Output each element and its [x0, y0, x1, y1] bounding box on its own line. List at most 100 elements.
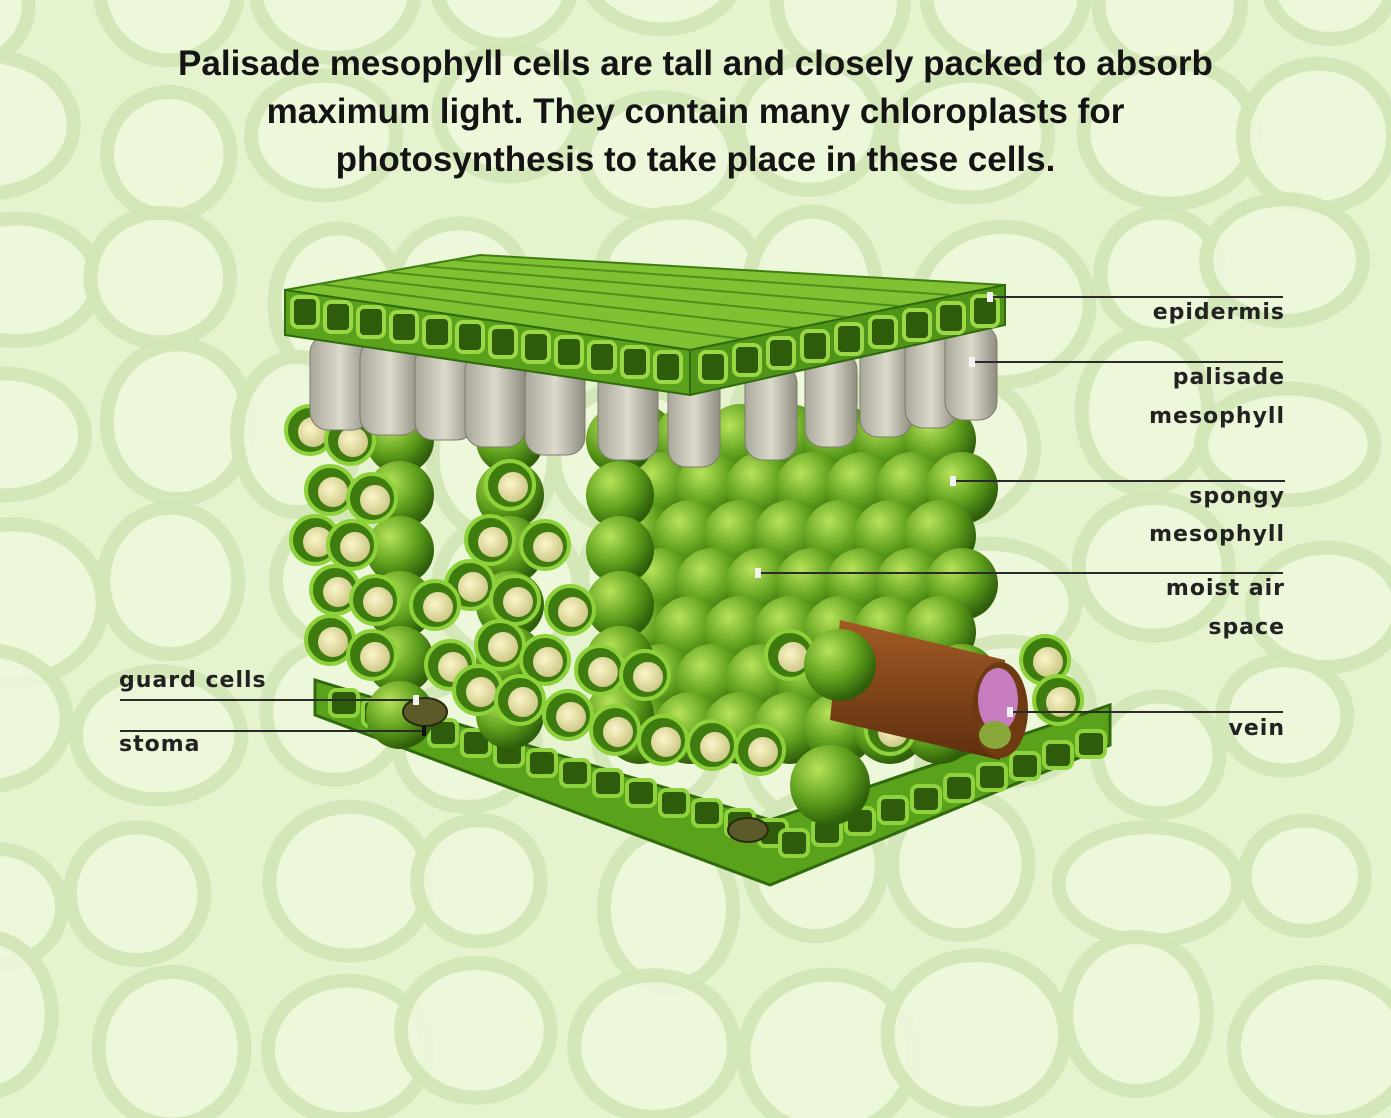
leader-tick	[413, 695, 419, 705]
caption-line: photosynthesis to take place in these ce…	[335, 140, 1056, 179]
epidermis-cell	[620, 345, 650, 379]
epidermis-cell	[323, 300, 353, 334]
leader-tick	[969, 357, 975, 367]
tube-lumen	[318, 477, 348, 507]
spongy-cell	[790, 745, 870, 825]
epidermis-cell	[356, 305, 386, 339]
epidermis-cell	[868, 315, 898, 349]
spongy-cell	[586, 516, 654, 584]
tube-lumen	[363, 587, 393, 617]
epidermis-cell	[766, 336, 796, 370]
tube-lumen	[488, 632, 518, 662]
tube-lumen	[466, 677, 496, 707]
tube-lumen	[1033, 647, 1063, 677]
epidermis-groove	[318, 283, 743, 340]
tube-lumen	[588, 657, 618, 687]
label-spongy: spongy	[1189, 484, 1285, 509]
palisade-cell	[944, 324, 998, 421]
background-cell	[0, 49, 81, 200]
epidermis-cell	[834, 322, 864, 356]
tube-lumen	[423, 592, 453, 622]
background-cell	[92, 0, 245, 68]
tube-lumen	[1046, 687, 1076, 717]
spongy-cell	[366, 516, 434, 584]
epidermis-groove	[420, 265, 899, 307]
tube-lumen	[633, 662, 663, 692]
tube-lumen	[360, 485, 390, 515]
epidermis-cell	[943, 773, 975, 803]
epidermis-cell	[778, 828, 810, 858]
caption-line: Palisade mesophyll cells are tall and cl…	[178, 44, 1213, 83]
background-cell	[1237, 813, 1372, 938]
epidermis-cell	[592, 768, 624, 798]
tube-lumen	[508, 687, 538, 717]
tube-lumen	[360, 642, 390, 672]
label-stoma: stoma	[119, 732, 201, 757]
tube-lumen	[458, 572, 488, 602]
epidermis-cell	[488, 325, 518, 359]
spongy-cell	[586, 571, 654, 639]
epidermis-cell	[1009, 751, 1041, 781]
label-moist-air: moist air	[1165, 576, 1285, 601]
background-cell	[884, 68, 1056, 205]
background-cell	[248, 0, 422, 66]
label-vein: vein	[1228, 716, 1285, 741]
tube-lumen	[603, 717, 633, 747]
background-cell	[68, 664, 249, 807]
tube-lumen	[556, 702, 586, 732]
epidermis-cell	[1075, 729, 1107, 759]
spongy-cell	[804, 629, 876, 701]
tube-lumen	[778, 642, 808, 672]
guard-cell	[402, 697, 448, 727]
tube-lumen	[533, 647, 563, 677]
background-cell	[96, 500, 246, 662]
caption: Palisade mesophyll cells are tall and cl…	[0, 40, 1391, 184]
label-spongy-mesophyll: mesophyll	[1149, 522, 1285, 547]
epidermis-cell	[936, 301, 966, 335]
background-cell	[1071, 490, 1236, 643]
spongy-cell	[586, 461, 654, 529]
background-cell	[0, 644, 74, 793]
epidermis-cell	[460, 728, 492, 758]
tube-lumen	[303, 527, 333, 557]
leader-tick	[950, 476, 956, 486]
epidermis-groove	[454, 259, 951, 296]
epidermis-cell	[587, 340, 617, 374]
background-cell	[1199, 192, 1371, 328]
background-cell	[62, 820, 212, 968]
epidermis-cell	[290, 295, 320, 329]
phloem	[979, 721, 1011, 749]
epidermis-cell	[653, 350, 683, 384]
tube-lumen	[558, 597, 588, 627]
background-cell	[243, 68, 404, 203]
background-cell	[1262, 0, 1391, 47]
tube-lumen	[533, 532, 563, 562]
background-cell	[1215, 653, 1355, 778]
background-cell	[393, 955, 558, 1105]
guard-cell	[727, 817, 769, 843]
caption-line: maximum light. They contain many chlorop…	[266, 92, 1125, 131]
label-guard-cells: guard cells	[119, 668, 267, 693]
tube-lumen	[748, 737, 778, 767]
label-space: space	[1208, 615, 1285, 640]
epidermis-cell	[521, 330, 551, 364]
epidermis-cell	[976, 762, 1008, 792]
background-cell	[731, 51, 888, 197]
background-cell	[586, 0, 738, 37]
epidermis-cell	[732, 343, 762, 377]
epidermis-cell	[698, 350, 728, 384]
epidermis-cell	[691, 798, 723, 828]
tube-lumen	[700, 732, 730, 762]
background-cell	[0, 366, 93, 503]
label-palisade-mesophyll: mesophyll	[1149, 404, 1285, 429]
epidermis-cell	[389, 310, 419, 344]
background-cell	[0, 0, 36, 64]
background-cell	[0, 931, 59, 1098]
background-cell	[567, 968, 741, 1118]
background-cell	[0, 842, 70, 973]
epidermis-cell	[455, 320, 485, 354]
background-cell	[409, 813, 548, 949]
background-cell	[431, 42, 588, 184]
epidermis-cell	[526, 748, 558, 778]
leader-tick	[987, 292, 993, 302]
